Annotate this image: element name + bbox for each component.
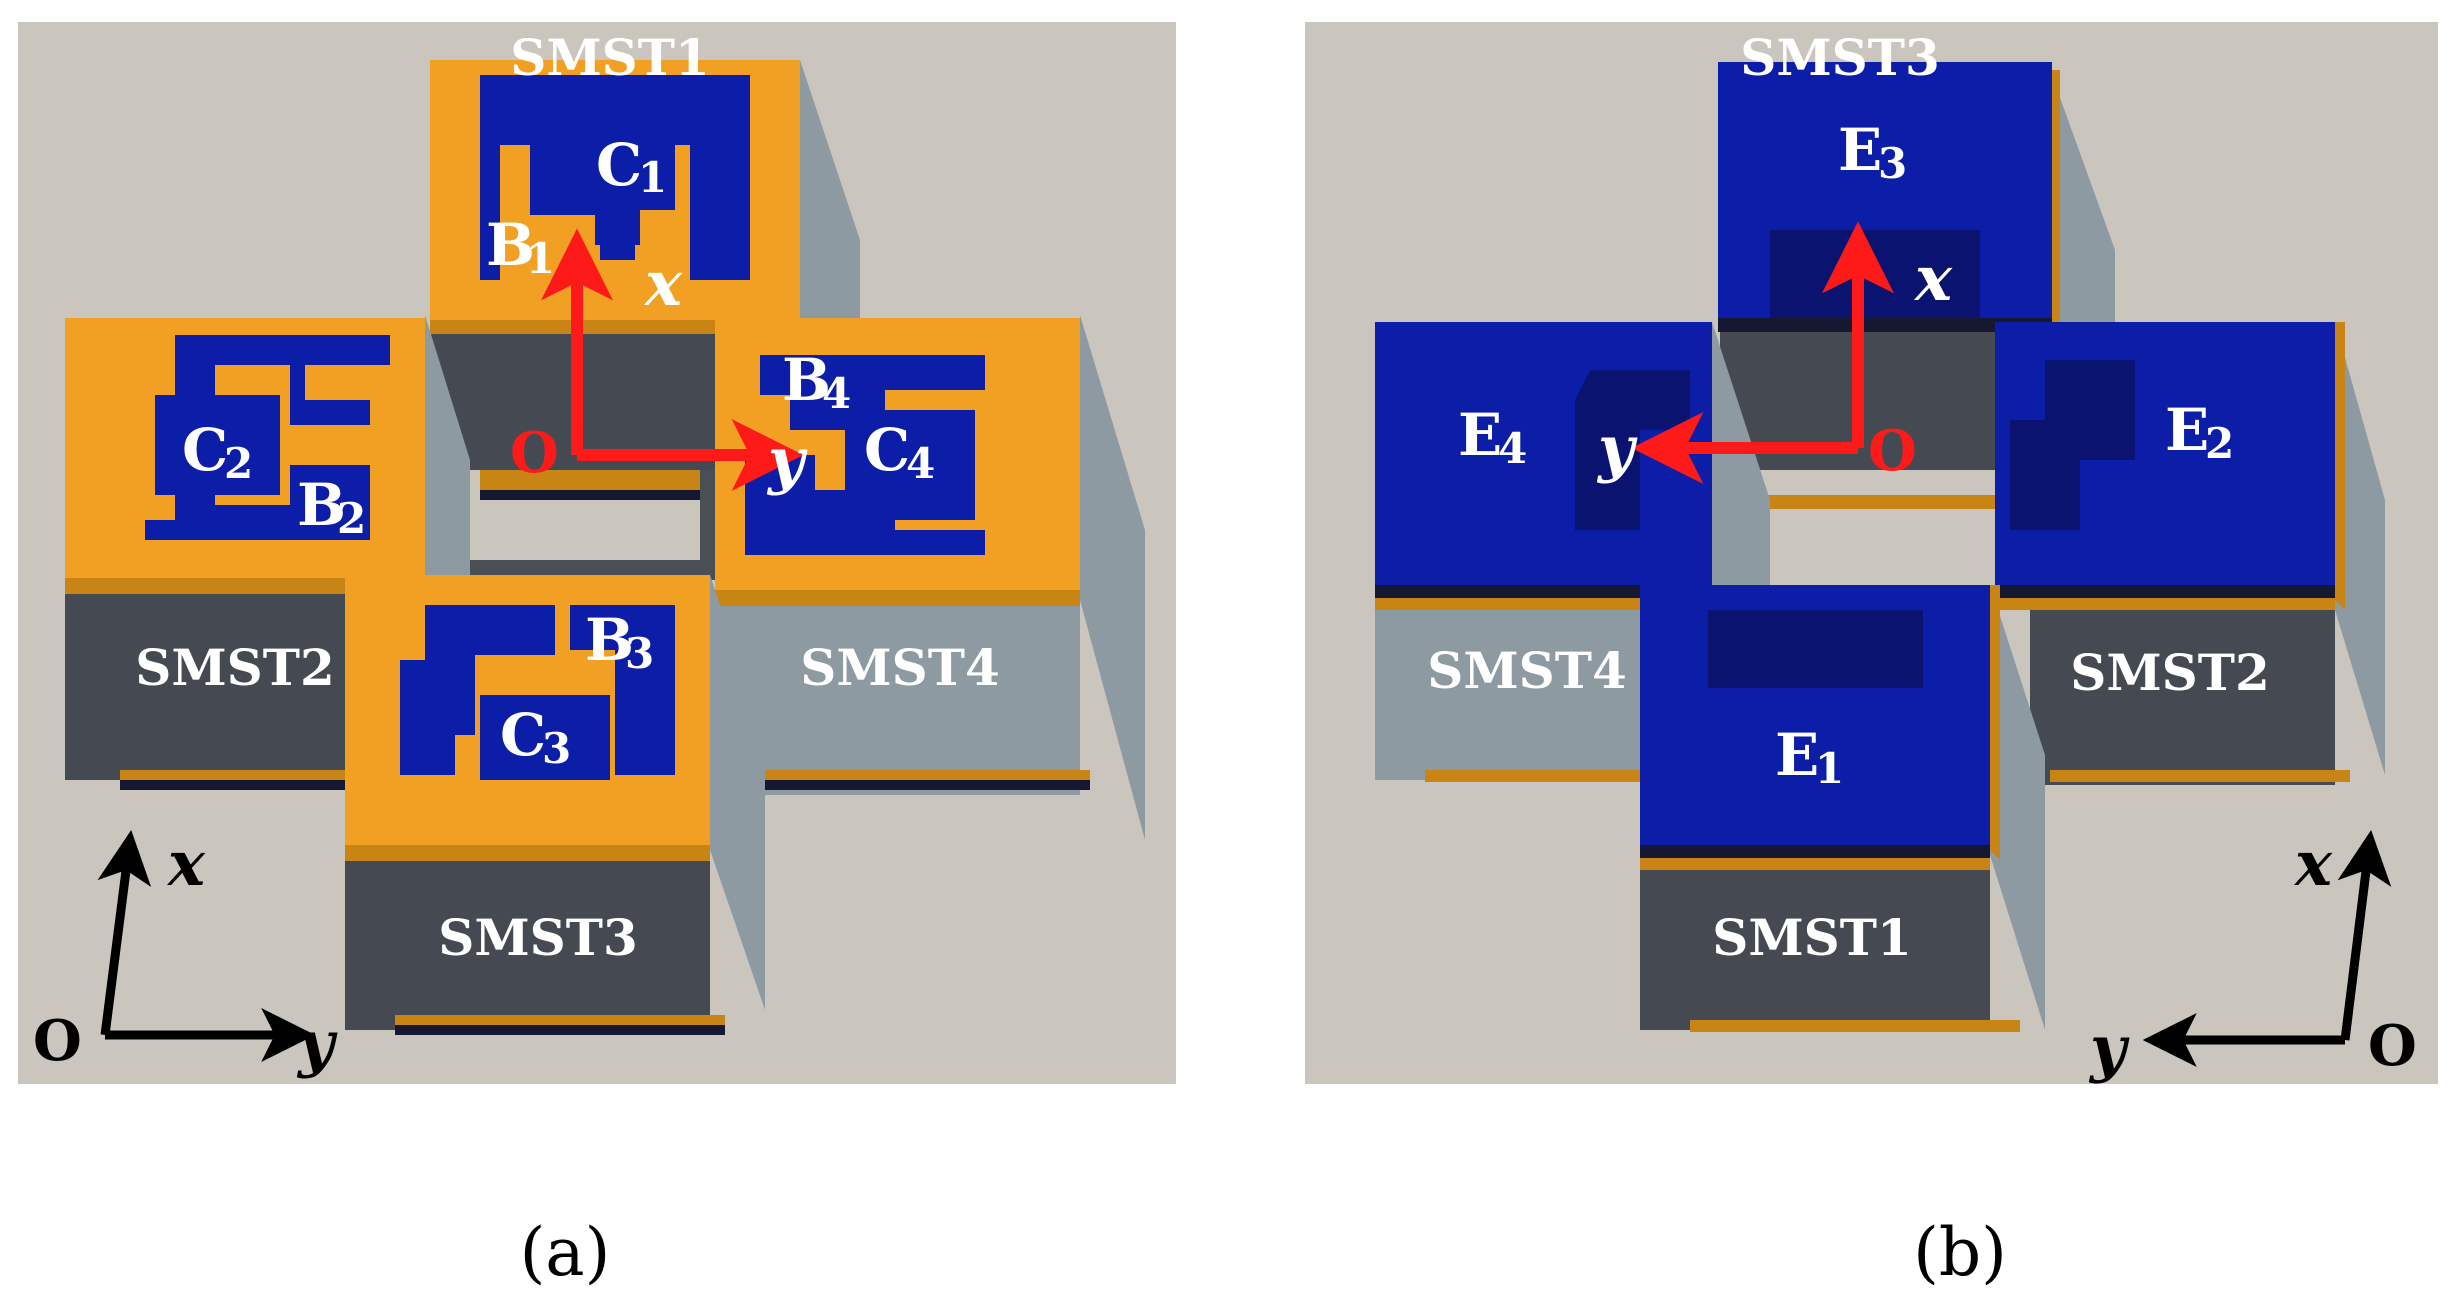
pad-label-c1-sub: 1 xyxy=(638,153,667,202)
pad-label-b4-sub: 4 xyxy=(822,369,851,418)
pad-label-e4: E xyxy=(1458,401,1502,469)
pad-label-e1: E xyxy=(1775,721,1819,789)
smst2-block-b xyxy=(1995,322,2385,785)
panel-b: E 3 E 4 E 2 E 1 SMST3 SMST4 SMST2 SMST1 … xyxy=(1305,22,2438,1291)
smst1-pads xyxy=(480,75,750,280)
global-x-axis-b xyxy=(2337,829,2392,1041)
caption-a: (a) xyxy=(520,1214,611,1291)
pad-label-c2-sub: 2 xyxy=(224,439,253,488)
pad-label-e3: E xyxy=(1838,116,1882,184)
pad-label-e3-sub: 3 xyxy=(1878,139,1907,188)
pad-label-e2-sub: 2 xyxy=(2205,419,2234,468)
global-origin-a: O xyxy=(33,1008,82,1074)
local-x-label-b: x xyxy=(1913,242,1953,315)
smst4-pads xyxy=(745,355,985,555)
global-axes-a: O x y xyxy=(33,827,338,1080)
global-y-label-b: y xyxy=(2088,1012,2130,1085)
local-x-label-a: x xyxy=(643,247,683,320)
panel-a: C 1 B 1 C 2 B 2 B 4 C 4 B 3 C 3 SMST1 SM… xyxy=(18,22,1176,1291)
caption-b: (b) xyxy=(1913,1214,2007,1291)
block-label-smst1-b: SMST1 xyxy=(1712,908,1912,967)
pad-label-c4: C xyxy=(864,416,910,484)
block-label-smst1: SMST1 xyxy=(510,28,710,87)
pad-label-c1: C xyxy=(596,131,642,199)
pad-label-b1-sub: 1 xyxy=(526,234,555,283)
central-cavity-b xyxy=(1720,320,2030,570)
pad-label-b2-sub: 2 xyxy=(337,494,366,543)
pad-label-b4: B xyxy=(782,346,831,414)
global-y-label-a: y xyxy=(296,1007,338,1080)
pad-label-e1-sub: 1 xyxy=(1815,744,1844,793)
block-label-smst4: SMST4 xyxy=(800,638,1000,697)
global-x-label-a: x xyxy=(166,827,206,900)
block-label-smst3: SMST3 xyxy=(438,908,638,967)
pad-label-c3: C xyxy=(500,701,546,769)
local-origin-a: O xyxy=(510,420,559,486)
pad-label-c4-sub: 4 xyxy=(906,439,935,488)
global-axes-b: O x y xyxy=(2088,827,2417,1085)
pad-label-b2: B xyxy=(297,471,346,539)
local-axes-a: O x y xyxy=(510,228,808,497)
smst4-block xyxy=(715,315,1145,840)
pad-label-b3: B xyxy=(585,606,634,674)
local-axes-b: O x y xyxy=(1596,221,1953,485)
pad-label-c2: C xyxy=(182,416,228,484)
pad-label-b3-sub: 3 xyxy=(625,629,654,678)
smst2-pads xyxy=(145,335,390,540)
local-y-label-b: y xyxy=(1596,412,1638,485)
local-origin-b: O xyxy=(1868,418,1917,484)
pad-label-e2: E xyxy=(2165,396,2209,464)
block-label-smst2: SMST2 xyxy=(135,638,335,697)
global-x-label-b: x xyxy=(2293,827,2333,900)
block-label-smst2-b: SMST2 xyxy=(2070,643,2270,702)
local-y-label-a: y xyxy=(766,424,808,497)
block-label-smst3-b: SMST3 xyxy=(1740,28,1940,87)
pad-label-b1: B xyxy=(486,211,535,279)
smst1-block-b xyxy=(1640,585,2045,1032)
smst3-pads xyxy=(400,605,675,780)
smst3-block xyxy=(345,575,765,1035)
block-label-smst4-b: SMST4 xyxy=(1427,641,1627,700)
global-origin-b: O xyxy=(2368,1013,2417,1079)
pad-label-c3-sub: 3 xyxy=(542,724,571,773)
global-x-axis-a xyxy=(97,830,152,1036)
pad-label-e4-sub: 4 xyxy=(1498,424,1527,473)
